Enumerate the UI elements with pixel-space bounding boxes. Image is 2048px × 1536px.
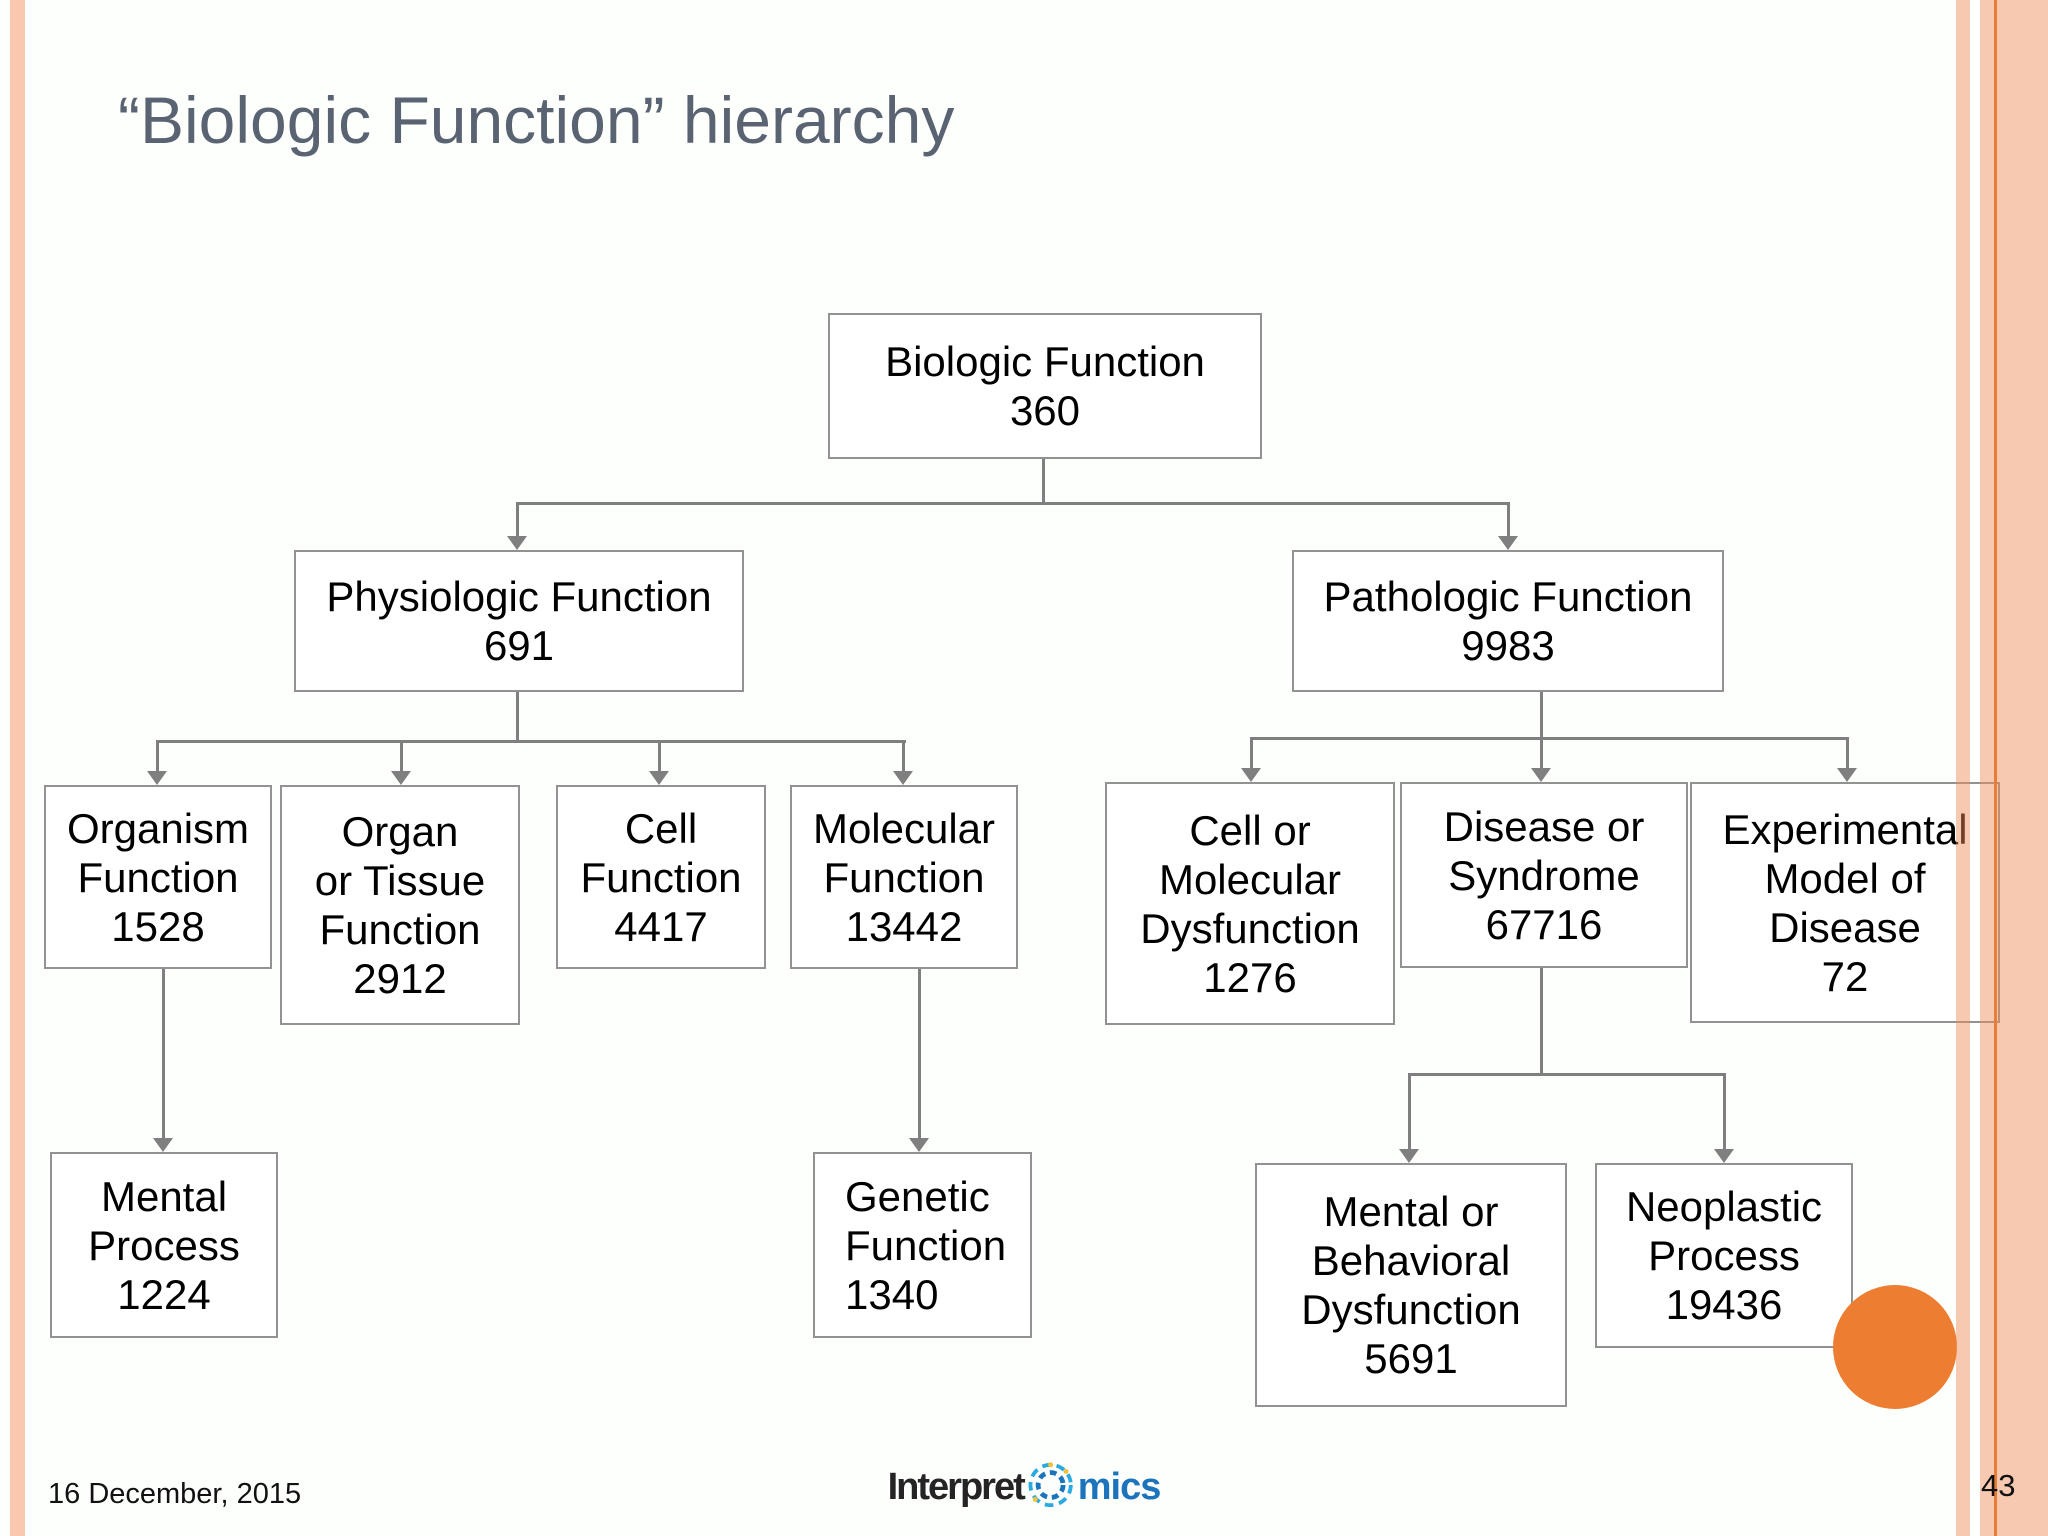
- node-organ-or-tissue-function: Organ or Tissue Function 2912: [280, 785, 520, 1025]
- node-disease-or-syndrome: Disease or Syndrome 67716: [1400, 782, 1688, 968]
- connector-to-experimental-model: [1846, 737, 1849, 768]
- connector-to-pathologic: [1507, 502, 1510, 536]
- logo-text-interpret: Interpret: [887, 1466, 1026, 1508]
- connector-to-disease-syndrome: [1540, 692, 1543, 768]
- right-edge-orange-line: [1994, 0, 1997, 1536]
- node-biologic-function: Biologic Function 360: [828, 313, 1262, 459]
- arrowhead-mental-process: [153, 1138, 173, 1152]
- logo-dashed-ring-o-icon: [1026, 1460, 1076, 1515]
- orange-accent-circle: [1833, 1285, 1957, 1409]
- arrowhead-genetic-function: [909, 1138, 929, 1152]
- slide-page-number: 43: [1981, 1468, 2016, 1503]
- node-label: Cell Function: [580, 804, 742, 901]
- connector-to-molecular: [902, 740, 905, 771]
- node-label: Molecular Function: [812, 804, 996, 901]
- connector-rail-disease-children: [1408, 1073, 1725, 1076]
- logo-text-mics: mics: [1077, 1466, 1162, 1508]
- node-count: 1340: [845, 1270, 939, 1318]
- node-label: Disease or Syndrome: [1443, 802, 1645, 899]
- connector-to-mental-behavioral: [1408, 1073, 1411, 1149]
- node-count: 67716: [1485, 900, 1603, 948]
- arrowhead-mental-behavioral: [1399, 1149, 1419, 1163]
- arrowhead-organism: [147, 771, 167, 785]
- node-count: 691: [483, 622, 555, 669]
- node-label: Mental Process: [88, 1172, 240, 1269]
- arrowhead-disease-syndrome: [1531, 768, 1551, 782]
- connector-to-cell: [658, 740, 661, 771]
- node-count: 1224: [117, 1270, 211, 1318]
- node-count: 13442: [845, 902, 963, 950]
- connector-physiologic-drop: [516, 692, 519, 742]
- left-edge-stripe: [10, 0, 25, 1536]
- node-neoplastic-process: Neoplastic Process 19436: [1595, 1163, 1853, 1348]
- arrowhead-experimental-model: [1837, 768, 1857, 782]
- node-cell-or-molecular-dysfunction: Cell or Molecular Dysfunction 1276: [1105, 782, 1395, 1025]
- connector-to-genetic-function: [918, 969, 921, 1138]
- node-label: Cell or Molecular Dysfunction: [1140, 806, 1360, 952]
- right-edge-stripe-outer: [1980, 0, 2048, 1536]
- right-edge-stripe-inner: [1956, 0, 1970, 1536]
- arrowhead-physiologic: [507, 536, 527, 550]
- node-label: Physiologic Function: [326, 573, 712, 620]
- node-mental-process: Mental Process 1224: [50, 1152, 278, 1338]
- connector-to-organ-tissue: [400, 740, 403, 771]
- connector-rail-pathologic-children: [1250, 737, 1848, 740]
- node-mental-or-behavioral-dysfunction: Mental or Behavioral Dysfunction 5691: [1255, 1163, 1567, 1407]
- node-organism-function: Organism Function 1528: [44, 785, 272, 969]
- node-label: Organism Function: [66, 804, 250, 901]
- connector-to-organism: [156, 740, 159, 771]
- node-count: 360: [1009, 387, 1081, 434]
- connector-root-drop: [1042, 459, 1045, 505]
- node-pathologic-function: Pathologic Function 9983: [1292, 550, 1724, 692]
- node-count: 1528: [111, 902, 205, 950]
- connector-disease-drop: [1540, 968, 1543, 1076]
- node-count: 4417: [614, 902, 708, 950]
- connector-rail-level2: [516, 502, 1510, 505]
- node-label: Mental or Behavioral Dysfunction: [1301, 1188, 1521, 1333]
- arrowhead-cell: [649, 771, 669, 785]
- node-label: Pathologic Function: [1323, 573, 1693, 620]
- arrowhead-pathologic: [1498, 536, 1518, 550]
- node-molecular-function: Molecular Function 13442: [790, 785, 1018, 969]
- arrowhead-molecular: [893, 771, 913, 785]
- connector-to-mental-process: [162, 969, 165, 1138]
- arrowhead-cell-molecular-dysfunction: [1241, 768, 1261, 782]
- slide-title: “Biologic Function” hierarchy: [118, 83, 955, 157]
- connector-to-neoplastic: [1723, 1073, 1726, 1149]
- node-count: 2912: [353, 955, 447, 1002]
- node-count: 5691: [1364, 1335, 1458, 1382]
- slide-date: 16 December, 2015: [48, 1478, 302, 1510]
- node-count: 72: [1821, 952, 1869, 1000]
- node-label: Biologic Function: [885, 338, 1205, 385]
- connector-to-cell-molecular-dysfunction: [1250, 737, 1253, 768]
- node-label: Experimental Model of Disease: [1722, 805, 1968, 951]
- node-genetic-function: Genetic Function 1340: [813, 1152, 1032, 1338]
- node-experimental-model-of-disease: Experimental Model of Disease 72: [1690, 782, 2000, 1023]
- arrowhead-neoplastic: [1714, 1149, 1734, 1163]
- node-label: Organ or Tissue Function: [314, 808, 486, 953]
- node-physiologic-function: Physiologic Function 691: [294, 550, 744, 692]
- node-cell-function: Cell Function 4417: [556, 785, 766, 969]
- interpretomics-logo: Interpret mics: [888, 1460, 1161, 1515]
- arrowhead-organ-tissue: [391, 771, 411, 785]
- node-count: 1276: [1203, 953, 1297, 1001]
- node-count: 9983: [1461, 622, 1555, 669]
- node-label: Genetic Function: [845, 1172, 1007, 1269]
- node-label: Neoplastic Process: [1625, 1183, 1823, 1279]
- connector-rail-physiologic-children: [156, 740, 906, 743]
- connector-to-physiologic: [516, 502, 519, 536]
- node-count: 19436: [1665, 1281, 1783, 1328]
